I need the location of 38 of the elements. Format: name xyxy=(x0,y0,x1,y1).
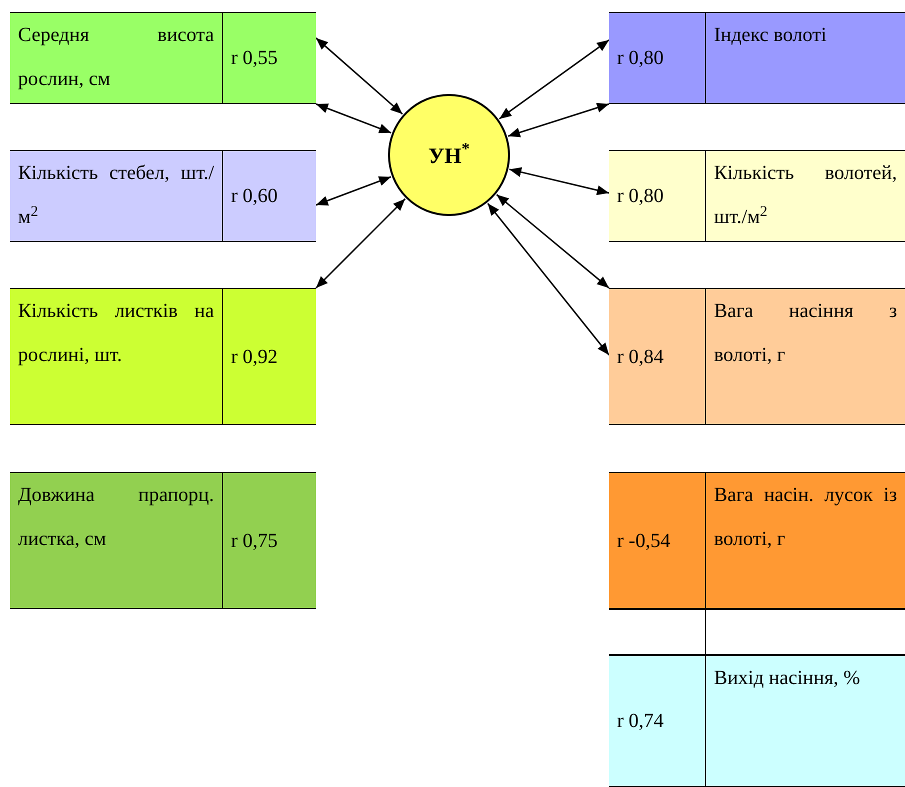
double-arrow xyxy=(316,103,392,134)
table-row xyxy=(10,150,316,242)
table-row xyxy=(10,288,316,425)
double-arrow xyxy=(509,167,610,196)
empty-table-row xyxy=(609,609,905,655)
double-arrow xyxy=(315,198,406,289)
circle-label: УН$^{*}$ xyxy=(428,138,470,170)
double-arrow xyxy=(496,194,610,289)
double-arrow xyxy=(316,176,392,206)
correlation-value: r 0,92 xyxy=(231,344,278,370)
row-label: Кількість волотей, шт./м$^{2}$ xyxy=(714,161,897,230)
correlation-value: r 0,80 xyxy=(617,184,664,209)
row-label: Кількість листків на рослині, шт. xyxy=(18,299,214,368)
table-row xyxy=(609,472,905,609)
table-row xyxy=(609,150,905,242)
row-label: Середня висота рослин, см xyxy=(18,23,214,92)
row-label: Довжина прапорц. листка, см xyxy=(18,483,214,552)
correlation-value: r 0,60 xyxy=(231,184,278,209)
correlation-value: r 0,75 xyxy=(231,528,278,554)
row-label: Вихід насіння, % xyxy=(714,666,862,691)
correlation-value: r 0,84 xyxy=(617,344,664,370)
row-label: Індекс волоті xyxy=(714,23,828,48)
double-arrow xyxy=(508,102,610,138)
row-label: Вага насін. лусок із волоті, г xyxy=(714,483,897,552)
table-row xyxy=(609,288,905,425)
double-arrow xyxy=(487,202,610,356)
table-row xyxy=(10,12,316,104)
table-row xyxy=(609,12,905,104)
correlation-value: r 0,80 xyxy=(617,46,664,71)
table-row xyxy=(10,472,316,609)
double-arrow xyxy=(498,39,610,120)
double-arrow xyxy=(316,37,403,115)
correlation-value: r -0,54 xyxy=(617,528,670,554)
correlation-value: r 0,55 xyxy=(231,46,278,71)
table-row xyxy=(609,655,905,787)
correlation-value: r 0,74 xyxy=(617,709,664,734)
row-label: Кількість стебел, шт./м$^{2}$ xyxy=(18,161,214,230)
row-label: Вага насіння з волоті, г xyxy=(714,299,897,368)
